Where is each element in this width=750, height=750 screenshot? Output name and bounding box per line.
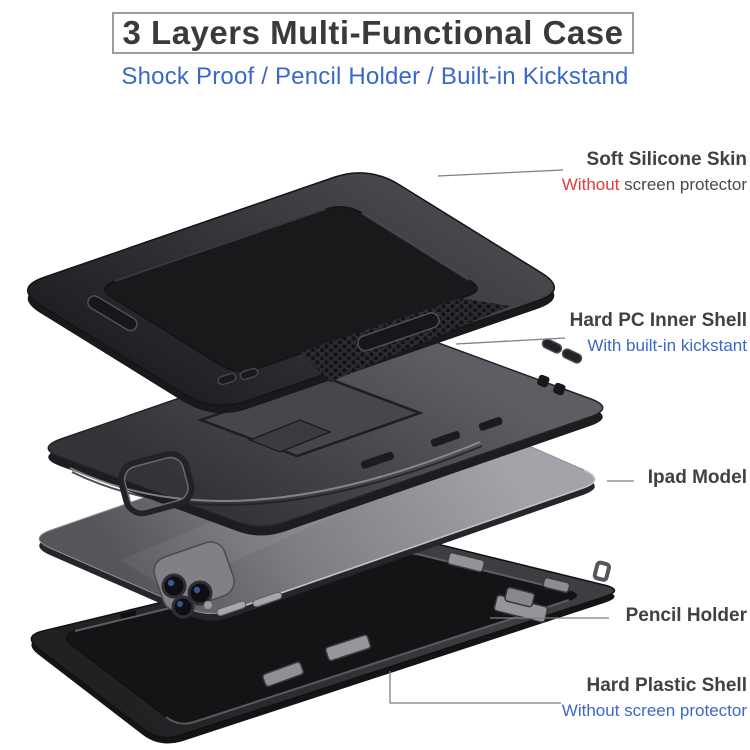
lens-glint: [167, 579, 175, 587]
hard-pc-inner-shell-layer: [47, 328, 604, 536]
shell-slot: [360, 451, 394, 469]
leader-lines: [389, 169, 634, 704]
ipad-side-button: [216, 600, 247, 617]
shell-camera-opening: [118, 451, 195, 517]
frame-corner-hook: [592, 560, 612, 582]
frame-clip: [262, 661, 304, 688]
callout-title: Ipad Model: [647, 467, 747, 488]
leader-plastic-shell: [389, 671, 561, 704]
silicone-inner-highlight: [361, 212, 470, 281]
pencil-holder-clip: [493, 586, 549, 623]
frame-clip: [542, 576, 571, 594]
note-highlight: Without: [561, 174, 620, 194]
page-title: 3 Layers Multi-Functional Case: [122, 14, 624, 51]
plastic-frame-thickness: [31, 548, 615, 744]
callout-title: Hard Plastic Shell: [586, 675, 747, 696]
camera-flash: [204, 601, 212, 609]
plastic-frame-bottom-bevel: [165, 599, 570, 725]
frame-clip: [446, 551, 486, 573]
shell-slot: [430, 431, 461, 447]
note-rest: screen protector: [619, 174, 747, 194]
callout-note: Without screen protector: [562, 175, 747, 195]
title-box: 3 Layers Multi-Functional Case: [112, 12, 634, 54]
leader-inner-shell: [455, 337, 566, 345]
callout-ipad-model: Ipad Model: [647, 467, 747, 489]
callout-note: With built-in kickstant: [587, 335, 747, 355]
button-cover: [217, 372, 237, 386]
lens-glint: [193, 586, 201, 594]
callout-title: Pencil Holder: [625, 605, 747, 626]
callout-title: Hard PC Inner Shell: [569, 310, 747, 331]
ipad-edge-highlight: [231, 469, 596, 611]
leader-silicone: [437, 169, 564, 177]
ipad-camera-module: [153, 541, 235, 619]
button-cover: [541, 338, 563, 354]
button-cover: [561, 348, 583, 364]
shell-groove-shadow: [71, 445, 483, 506]
silicone-frame-body: [27, 172, 555, 406]
side-slot: [87, 295, 138, 332]
kickstand-foot: [247, 419, 333, 453]
soft-silicone-skin-layer: [27, 172, 583, 414]
callout-hard-pc-inner-shell: Hard PC Inner Shell With built-in kickst…: [569, 310, 747, 355]
callout-soft-silicone-skin: Soft Silicone Skin Without screen protec…: [562, 149, 747, 195]
callout-title: Soft Silicone Skin: [586, 149, 747, 170]
shell-corner-hole: [553, 382, 566, 396]
silicone-top-highlight: [114, 208, 327, 282]
camera-lens: [171, 595, 195, 619]
frame-clip: [325, 634, 372, 662]
camera-lens: [187, 580, 213, 606]
ipad-side-button: [252, 591, 283, 608]
shell-groove-accent: [69, 441, 481, 502]
shell-slot: [478, 416, 503, 431]
callout-pencil-holder: Pencil Holder: [625, 605, 747, 627]
hand-strap-slot: [357, 312, 440, 352]
page-subtitle: Shock Proof / Pencil Holder / Built-in K…: [121, 63, 629, 90]
button-cover: [239, 367, 259, 381]
callout-note: Without screen protector: [561, 700, 747, 720]
grip-texture-hex: [300, 298, 510, 382]
lens-glint: [177, 601, 183, 607]
frame-slot: [119, 610, 137, 619]
callout-hard-plastic-shell: Hard Plastic Shell Without screen protec…: [561, 675, 747, 720]
shell-corner-hole: [537, 374, 550, 388]
camera-lens: [161, 573, 187, 599]
